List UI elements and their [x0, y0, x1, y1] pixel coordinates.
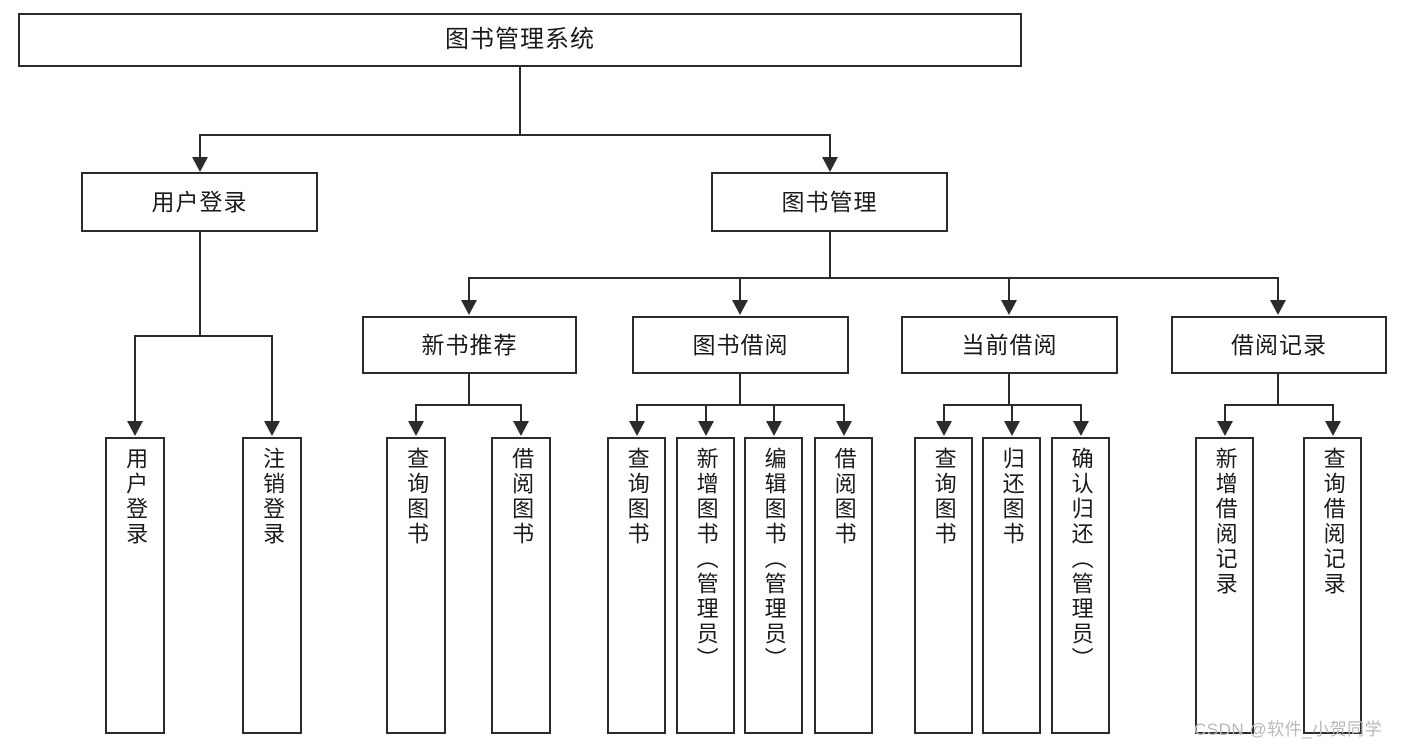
connector-bb-branch-4 [843, 404, 845, 422]
arrow-to-leaf-query-book-cb [936, 421, 952, 436]
leaf-query-book-borrow[interactable]: 查询图书 [607, 437, 666, 734]
connector-cb-branch-3 [1080, 404, 1082, 422]
arrow-to-leaf-query-book-bb [629, 421, 645, 436]
connector-user-login-stem [199, 232, 201, 336]
connector-borrow-record-bus [1224, 404, 1334, 406]
connector-user-login-branch-2 [271, 335, 273, 422]
leaf-confirm-return[interactable]: 确认归还（管理员） [1051, 437, 1110, 734]
node-label: 新增借阅记录 [1212, 447, 1238, 597]
node-label: 查询图书 [931, 447, 957, 547]
connector-nb-branch-2 [520, 404, 522, 422]
leaf-query-book-new-recommend[interactable]: 查询图书 [386, 437, 446, 734]
node-current-borrow[interactable]: 当前借阅 [901, 316, 1118, 374]
connector-book-borrow-bus [636, 404, 845, 406]
connector-bm-branch-4 [1277, 277, 1279, 301]
leaf-logout[interactable]: 注销登录 [242, 437, 302, 734]
connector-bm-branch-2 [739, 277, 741, 301]
arrow-to-leaf-edit-book [766, 421, 782, 436]
csdn-watermark: CSDN @软件_小贺同学 [1194, 720, 1383, 739]
connector-borrow-record-stem [1277, 374, 1279, 405]
leaf-borrow-book[interactable]: 借阅图书 [814, 437, 873, 734]
arrow-to-leaf-borrow-book-bb [836, 421, 852, 436]
node-label: 图书管理 [781, 188, 878, 215]
leaf-edit-book[interactable]: 编辑图书（管理员） [744, 437, 803, 734]
connector-new-book-stem [468, 374, 470, 405]
arrow-to-book-management [822, 157, 838, 172]
connector-current-borrow-stem [1008, 374, 1010, 405]
connector-root-bus [199, 134, 831, 136]
leaf-return-book[interactable]: 归还图书 [982, 437, 1041, 734]
node-label: 归还图书 [999, 447, 1025, 547]
node-label: 当前借阅 [961, 331, 1058, 358]
node-label: 查询借阅记录 [1320, 447, 1346, 597]
node-label: 图书管理系统 [445, 26, 595, 53]
node-user-login[interactable]: 用户登录 [81, 172, 318, 232]
connector-root-branch-right [829, 134, 831, 158]
connector-root-branch-left [199, 134, 201, 158]
connector-book-borrow-stem [739, 374, 741, 405]
connector-cb-branch-1 [943, 404, 945, 422]
node-borrow-record[interactable]: 借阅记录 [1171, 316, 1387, 374]
node-label: 用户登录 [123, 447, 149, 547]
node-label: 图书借阅 [692, 331, 789, 358]
connector-cb-branch-2 [1011, 404, 1013, 422]
connector-bb-branch-2 [705, 404, 707, 422]
connector-new-book-bus [415, 404, 522, 406]
leaf-query-book-current[interactable]: 查询图书 [914, 437, 973, 734]
arrow-to-leaf-return-book [1004, 421, 1020, 436]
node-new-book-recommend[interactable]: 新书推荐 [362, 316, 577, 374]
leaf-add-borrow-record[interactable]: 新增借阅记录 [1195, 437, 1254, 734]
node-book-management[interactable]: 图书管理 [711, 172, 948, 232]
connector-bm-branch-1 [468, 277, 470, 301]
arrow-to-leaf-confirm-return [1073, 421, 1089, 436]
arrow-to-leaf-add-record [1217, 421, 1233, 436]
connector-bb-branch-3 [773, 404, 775, 422]
connector-book-management-stem [829, 232, 831, 278]
node-root-system[interactable]: 图书管理系统 [18, 13, 1022, 67]
connector-br-branch-1 [1224, 404, 1226, 422]
arrow-to-leaf-query-record [1325, 421, 1341, 436]
connector-user-login-branch-1 [134, 335, 136, 422]
node-label: 查询图书 [404, 447, 430, 547]
node-label: 用户登录 [151, 188, 248, 215]
connector-br-branch-2 [1332, 404, 1334, 422]
node-label: 借阅图书 [509, 447, 535, 547]
node-label: 编辑图书（管理员） [761, 447, 787, 672]
node-label: 查询图书 [624, 447, 650, 547]
node-label: 借阅记录 [1231, 331, 1327, 358]
arrow-to-current-borrow [1001, 300, 1017, 315]
node-label: 确认归还（管理员） [1068, 447, 1094, 672]
node-label: 注销登录 [260, 447, 286, 547]
leaf-query-borrow-record[interactable]: 查询借阅记录 [1303, 437, 1362, 734]
node-book-borrow[interactable]: 图书借阅 [632, 316, 849, 374]
node-label: 新书推荐 [421, 331, 518, 358]
arrow-to-borrow-record [1270, 300, 1286, 315]
arrow-to-leaf-user-login [127, 421, 143, 436]
connector-book-management-bus [468, 277, 1279, 279]
leaf-add-book[interactable]: 新增图书（管理员） [676, 437, 735, 734]
arrow-to-book-borrow [732, 300, 748, 315]
connector-user-login-bus [134, 335, 273, 337]
arrow-to-leaf-query-book-nb [408, 421, 424, 436]
arrow-to-leaf-logout [264, 421, 280, 436]
arrow-to-new-book [461, 300, 477, 315]
arrow-to-leaf-borrow-book-nb [513, 421, 529, 436]
connector-root-stem [519, 67, 521, 135]
connector-bm-branch-3 [1008, 277, 1010, 301]
arrow-to-leaf-add-book [698, 421, 714, 436]
connector-bb-branch-1 [636, 404, 638, 422]
leaf-user-login[interactable]: 用户登录 [105, 437, 165, 734]
connector-nb-branch-1 [415, 404, 417, 422]
arrow-to-user-login [192, 157, 208, 172]
leaf-borrow-book-new-recommend[interactable]: 借阅图书 [491, 437, 551, 734]
node-label: 借阅图书 [831, 447, 857, 547]
node-label: 新增图书（管理员） [693, 447, 719, 672]
